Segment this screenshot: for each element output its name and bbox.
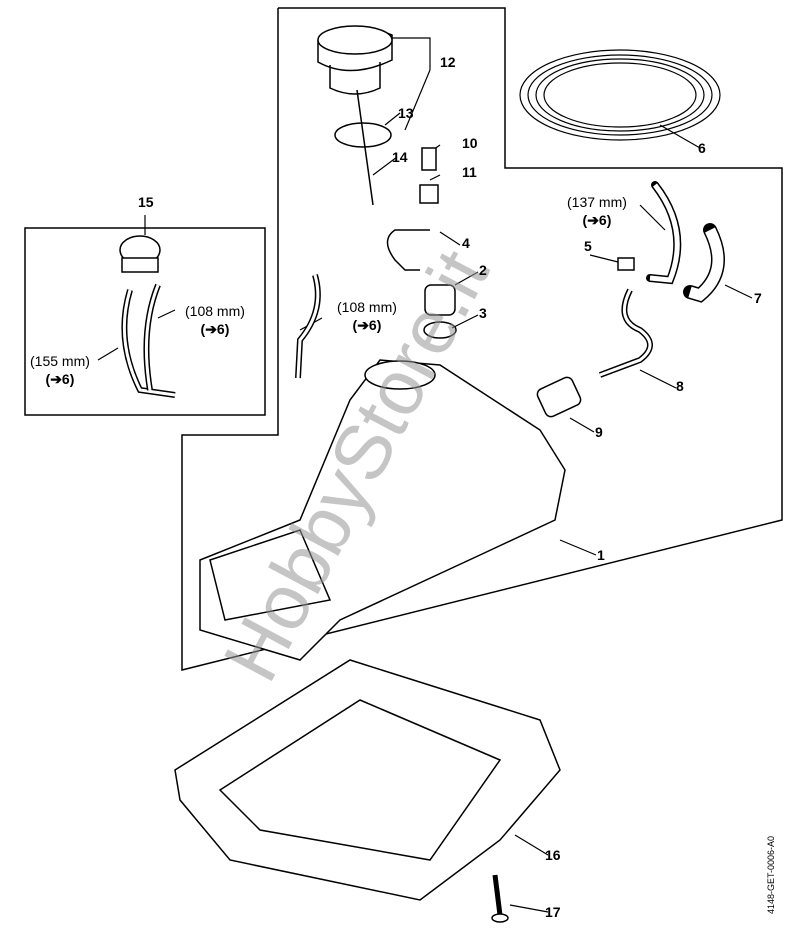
fitting-part-2 [424,284,456,316]
fuel-filter-9 [536,376,582,418]
housing-part-16 [174,659,561,901]
label-1: 1 [597,547,605,563]
label-15: 15 [138,194,154,210]
screw-part-17 [491,874,509,923]
drawing-code: 4148-GET-0006-A0 [766,835,777,915]
fuel-tank-part-1 [199,359,566,661]
tank-cap-part [317,25,393,95]
label-4: 4 [462,235,470,251]
label-10: 10 [462,135,478,151]
label-2: 2 [479,262,487,278]
elbow-part-5 [617,257,635,271]
label-3: 3 [479,305,487,321]
label-7: 7 [754,290,762,306]
o-ring-part [334,122,392,148]
ref-text: (➔6) [200,321,230,337]
label-11: 11 [462,164,477,180]
length-text: (137 mm) [567,194,627,210]
hose-137-inner [649,183,680,283]
length-text: (108 mm) [185,303,245,319]
measurement-108-b: (108 mm) (➔6) [185,302,245,338]
fuel-hose-coil-6 [519,49,721,141]
label-5: 5 [584,238,592,254]
measurement-155: (155 mm) (➔6) [30,352,90,388]
measurement-108-a: (108 mm) (➔6) [337,298,397,334]
length-text: (155 mm) [30,353,90,369]
measurement-137: (137 mm) (➔6) [567,193,627,229]
ref-text: (➔6) [582,212,612,228]
assembly-frame [181,7,783,671]
valve-part-10 [421,147,437,171]
label-12: 12 [440,54,456,70]
label-13: 13 [398,105,414,121]
ref-text: (➔6) [45,371,75,387]
label-8: 8 [676,378,684,394]
label-14: 14 [392,149,408,165]
label-16: 16 [545,847,561,863]
ref-text: (➔6) [352,317,382,333]
label-17: 17 [545,904,561,920]
seal-part-3 [423,321,457,339]
fuel-line-4 [386,229,430,271]
length-text: (108 mm) [337,299,397,315]
label-9: 9 [595,424,603,440]
label-6: 6 [698,140,706,156]
grommet-part-11 [419,184,439,204]
